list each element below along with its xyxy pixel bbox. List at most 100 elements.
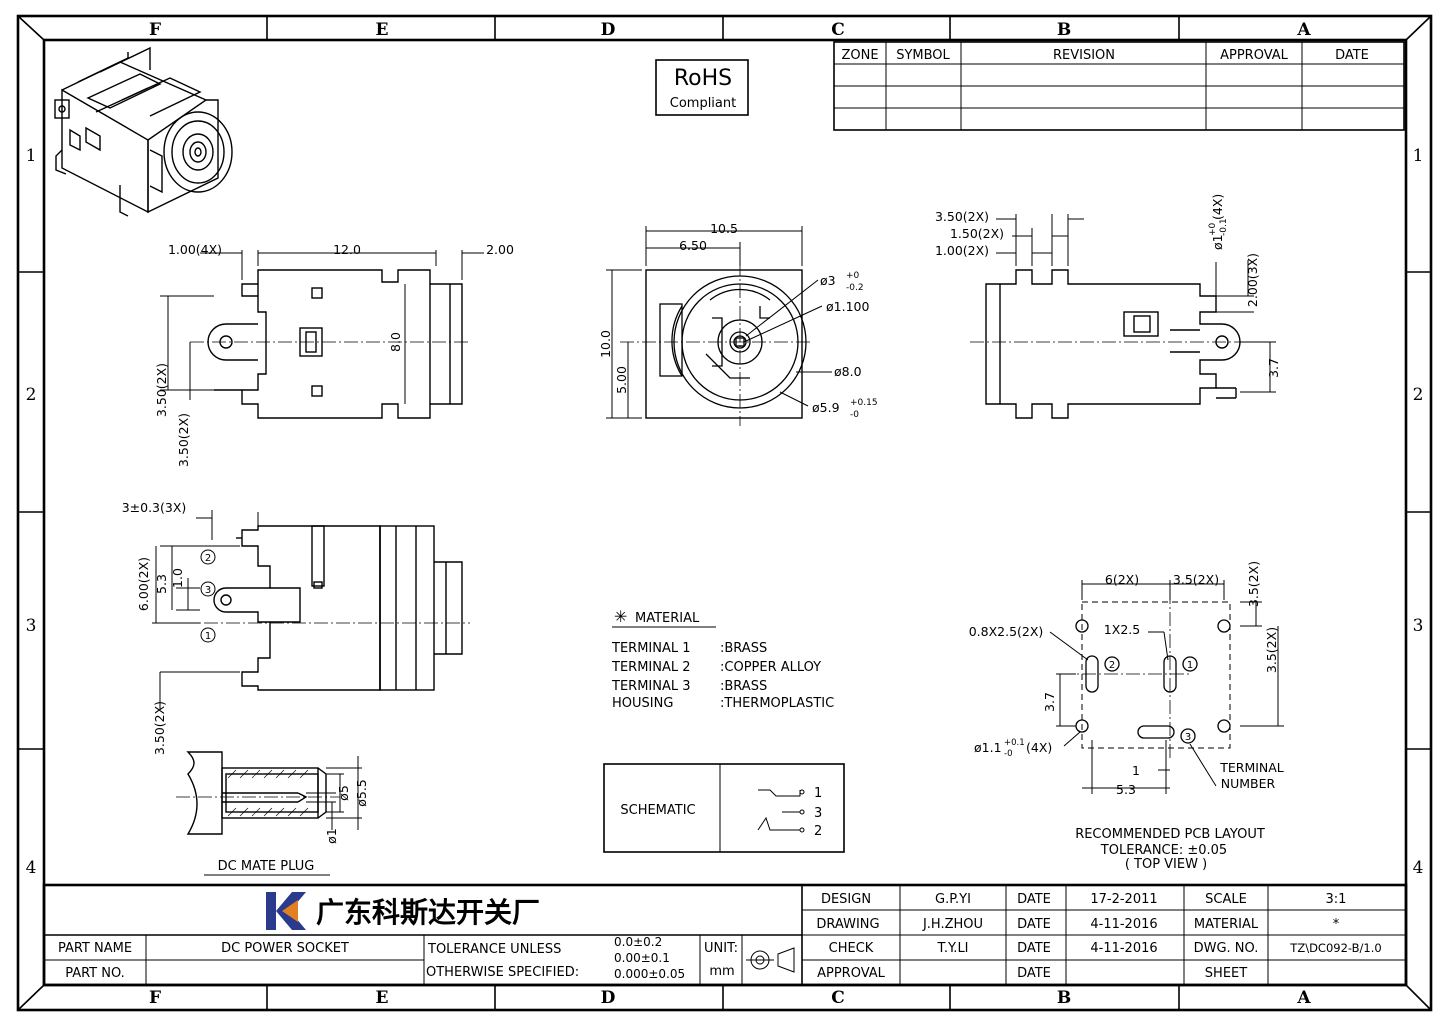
row-label-left: 3: [26, 616, 37, 636]
col-label-bottom: A: [1296, 988, 1311, 1008]
dim-label: (4X): [1026, 740, 1052, 755]
tolerance-note: OTHERWISE SPECIFIED:: [426, 965, 579, 980]
company-name: 广东科斯达开关厂: [316, 896, 540, 929]
tb-role: DRAWING: [816, 917, 879, 932]
dim-label: 3.5(2X): [1264, 627, 1279, 673]
dim-label: 3.50(2X): [935, 209, 989, 224]
rev-header-symbol: SYMBOL: [896, 48, 950, 63]
material-value: :BRASS: [720, 679, 767, 694]
dim-label: 3.50(2X): [152, 701, 167, 755]
row-label-left: 1: [26, 146, 37, 166]
dim-label: 5.00: [614, 366, 629, 394]
unit-value: mm: [709, 964, 734, 979]
dim-label: 2.00: [486, 242, 514, 257]
col-label-top: D: [601, 20, 616, 40]
tb-date-label: DATE: [1017, 892, 1051, 907]
terminal-number: 3: [1185, 732, 1191, 743]
tb-value: *: [1333, 917, 1340, 932]
col-label-bottom: E: [376, 988, 389, 1008]
material-notes: ✳ MATERIAL TERMINAL 1 :BRASS TERMINAL 2 …: [611, 607, 834, 711]
tb-date-label: DATE: [1017, 966, 1051, 981]
dim-tolerance: +0: [846, 271, 860, 281]
title-block: 广东科斯达开关厂 PART NAME DC POWER SOCKET PART …: [42, 883, 1408, 987]
material-name: HOUSING: [612, 696, 673, 711]
schematic-box: SCHEMATIC 1 3 2: [603, 763, 845, 853]
dim-label: 3.50(2X): [154, 363, 169, 417]
material-value: :THERMOPLASTIC: [720, 696, 834, 711]
dim-tolerance: +0: [1208, 222, 1218, 236]
dim-label: 3.50(2X): [176, 413, 191, 467]
unit-label: UNIT:: [704, 941, 738, 956]
side-view: 3.50(2X) 1.50(2X) 1.00(2X) ø1 +0 -0.1 (4…: [935, 194, 1281, 419]
dim-label: ø1: [1210, 234, 1225, 250]
dim-label: ø5.5: [354, 779, 369, 807]
schematic-label: SCHEMATIC: [620, 803, 695, 818]
terminal-label: NUMBER: [1221, 776, 1276, 791]
col-label-top: F: [149, 20, 161, 40]
tb-role: DESIGN: [821, 892, 871, 907]
col-label-bottom: C: [831, 988, 845, 1008]
dim-label: 0.8X2.5(2X): [969, 624, 1044, 639]
terminal-number: 1: [205, 631, 211, 642]
rev-header-zone: ZONE: [841, 48, 878, 63]
terminal-number: 1: [1187, 660, 1193, 671]
row-label-right: 3: [1413, 616, 1424, 636]
face-view: 10.5 6.50 10.0 5.00 ø3 +0 -0.2 ø1.100 ø8…: [598, 221, 878, 426]
part-name-label: PART NAME: [58, 941, 132, 956]
isometric-view: [54, 46, 233, 217]
dim-tolerance: -0.1: [1219, 218, 1229, 236]
tb-date: 17-2-2011: [1090, 892, 1157, 907]
material-name: TERMINAL 3: [611, 679, 691, 694]
schematic-pin: 1: [814, 786, 822, 801]
dim-label: 5.3: [1116, 782, 1136, 797]
tolerance-value: 0.0±0.2: [614, 935, 662, 949]
asterisk-icon: ✳: [614, 607, 627, 626]
tolerance-value: 0.000±0.05: [614, 967, 685, 981]
dim-label: 1: [1132, 763, 1140, 778]
projection-symbol-icon: [746, 947, 795, 973]
tolerance-note: TOLERANCE UNLESS: [427, 942, 561, 957]
tb-person: G.P.YI: [935, 892, 971, 907]
dim-label: 3.7: [1266, 358, 1281, 378]
col-label-top: C: [831, 20, 845, 40]
tb-value: TZ\DC092-B/1.0: [1289, 941, 1381, 955]
tb-value: 3:1: [1326, 892, 1347, 907]
row-label-left: 4: [26, 858, 37, 878]
tb-key: SHEET: [1205, 966, 1247, 981]
tb-key: SCALE: [1205, 892, 1247, 907]
dim-label: 1.0: [170, 568, 185, 588]
dim-tolerance: -0: [1004, 749, 1012, 759]
dim-label: 1.00(4X): [168, 242, 222, 257]
dim-label: ø5.9: [812, 400, 840, 415]
terminal-number: 2: [1109, 660, 1115, 671]
material-name: TERMINAL 1: [611, 641, 691, 656]
col-label-top: A: [1296, 20, 1311, 40]
tb-date: 4-11-2016: [1090, 917, 1157, 932]
part-no-label: PART NO.: [65, 966, 125, 981]
tb-role: CHECK: [829, 941, 874, 956]
terminal-label: TERMINAL: [1219, 760, 1284, 775]
dim-label: (4X): [1210, 194, 1225, 220]
dim-label: 6(2X): [1105, 572, 1139, 587]
dim-label: 2.00(3X): [1245, 253, 1260, 307]
pcb-caption: RECOMMENDED PCB LAYOUT: [1075, 827, 1265, 842]
col-label-bottom: F: [149, 988, 161, 1008]
dim-tolerance: -0.2: [846, 283, 864, 293]
dim-label: 3±0.3(3X): [122, 500, 187, 515]
tb-person: J.H.ZHOU: [922, 917, 983, 932]
dim-label: 5.3: [154, 574, 169, 594]
column-letters: F E D C B A F E D C B A: [149, 20, 1311, 1008]
row-label-right: 1: [1413, 146, 1424, 166]
dim-tolerance: +0.15: [850, 398, 878, 408]
dim-label: ø1.100: [826, 299, 869, 314]
row-label-right: 2: [1413, 385, 1424, 405]
part-name-value: DC POWER SOCKET: [221, 941, 349, 956]
rohs-badge: RoHS Compliant: [655, 59, 749, 116]
rev-header-date: DATE: [1335, 48, 1369, 63]
dim-label: ø8.0: [834, 364, 862, 379]
tb-date-label: DATE: [1017, 917, 1051, 932]
dim-label: 6.50: [679, 238, 707, 253]
dim-label: 10.0: [598, 330, 613, 358]
dim-label: 10.5: [710, 221, 738, 236]
bottom-view: 3±0.3(3X) 6.00(2X) 5.3 1.0 3.50(2X) 2 3 …: [122, 500, 470, 755]
